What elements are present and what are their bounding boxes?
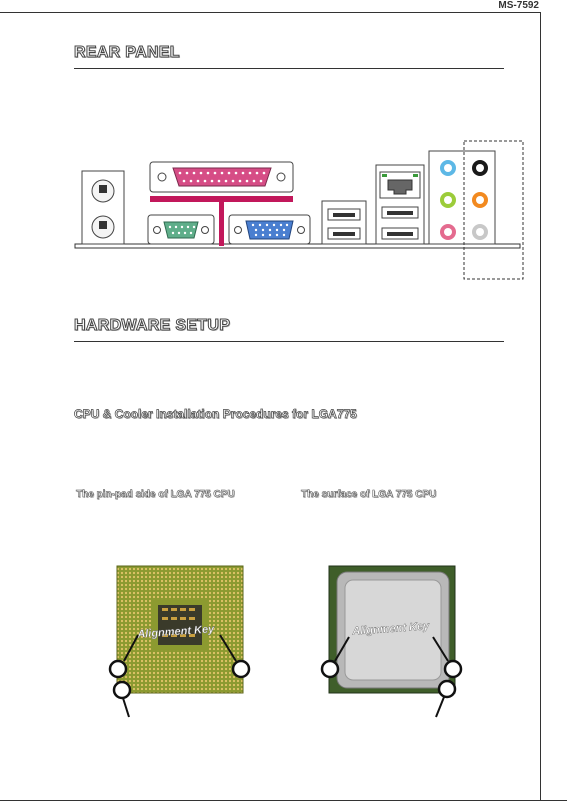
pinpad-caption: The pin-pad side of LGA 775 CPU [76,489,235,501]
surface-alignment-notch-right [443,659,463,679]
top-rule [0,12,540,13]
model-number: MS-7592 [498,0,539,11]
bottom-rule [0,800,567,801]
rear-panel-heading: REAR PANEL [74,44,181,62]
panel-baseline [74,243,521,249]
pinpad-alignment-notch-left [108,659,128,679]
ps2-ports [81,170,125,245]
cpu-pinpad-image: Alignment Key [108,565,251,718]
usb-ports-1 [321,200,367,245]
cpu-installation-title: CPU & Cooler Installation Procedures for… [74,407,357,422]
serial-port [147,214,215,245]
pinpad-alignment-notch-right [231,659,251,679]
surface-alignment-notch-left [320,659,340,679]
optional-audio-highlight [463,140,524,280]
surface-caption: The surface of LGA 775 CPU [301,489,437,501]
audio-jacks [428,150,496,245]
hardware-setup-heading: HARDWARE SETUP [73,317,231,335]
vga-port [228,214,311,245]
lan-usb-ports [375,164,425,245]
cpu-surface-image: Alignment Key [320,565,463,718]
right-margin-rule [540,12,541,800]
parallel-port [149,161,294,246]
rear-panel-diagram [74,140,524,280]
pinpad-alignment-key-label: Alignment Key [136,623,216,640]
hardware-setup-rule [74,341,504,342]
rear-panel-rule [74,68,504,69]
surface-alignment-key-label: Alignment Key [351,620,431,637]
surface-pin1-marker [437,679,457,699]
pinpad-pin1-marker [112,680,132,700]
